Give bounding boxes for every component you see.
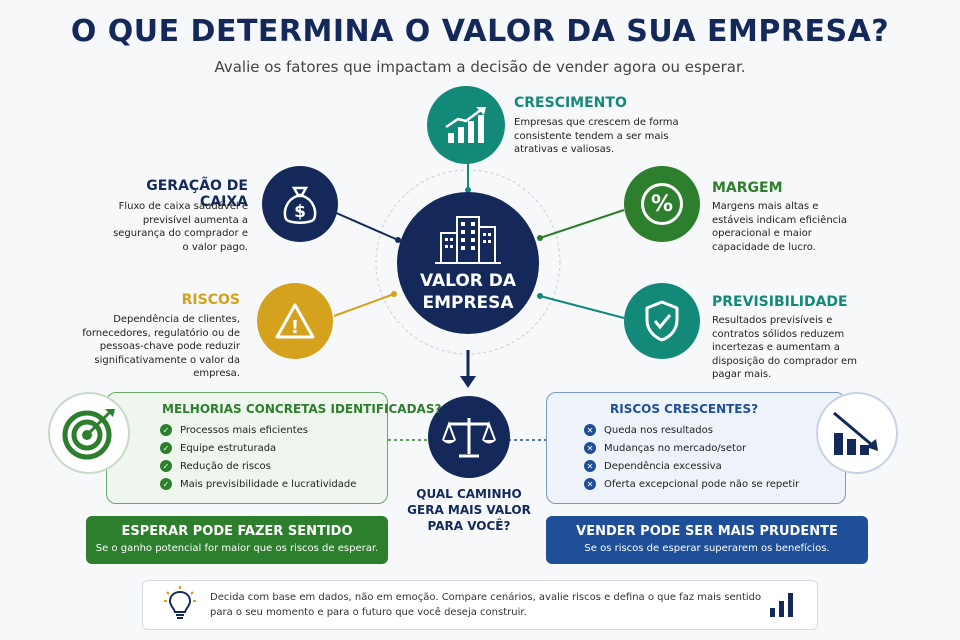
factor-margem-desc: Margens mais altas e estáveis indicam ef…	[712, 201, 848, 253]
check-icon: ✓	[160, 442, 172, 454]
declining-chart-icon	[816, 392, 898, 474]
check-icon: ✓	[160, 478, 172, 490]
building-icon	[435, 216, 501, 264]
x-icon: ✕	[584, 442, 596, 454]
center-label-line2: EMPRESA	[422, 293, 514, 313]
factor-riscos-title: RISCOS	[181, 292, 240, 308]
factor-caixa-title: GERAÇÃO DE CAIXA	[146, 178, 248, 210]
rising-risks-list: ✕Queda nos resultados ✕Mudanças no merca…	[584, 424, 799, 496]
sell-bar-subtitle: Se os riscos de esperar superarem os ben…	[584, 543, 830, 554]
list-item: ✕Oferta excepcional pode não se repetir	[584, 478, 799, 490]
sell-recommendation-bar: VENDER PODE SER MAIS PRUDENTE Se os risc…	[546, 516, 868, 564]
scale-icon	[428, 396, 510, 478]
check-icon: ✓	[160, 424, 172, 436]
wait-recommendation-bar: ESPERAR PODE FAZER SENTIDO Se o ganho po…	[86, 516, 388, 564]
center-value-circle: VALOR DA EMPRESA	[397, 192, 539, 334]
x-icon: ✕	[584, 460, 596, 472]
list-item: ✕Dependência excessiva	[584, 460, 799, 472]
shield-check-icon	[624, 283, 700, 359]
list-item: ✕Mudanças no mercado/setor	[584, 442, 799, 454]
list-item: ✕Queda nos resultados	[584, 424, 799, 436]
factor-crescimento-desc: Empresas que crescem de forma consistent…	[514, 117, 679, 155]
factor-crescimento-title: CRESCIMENTO	[514, 95, 627, 111]
bar-chart-icon	[768, 590, 796, 622]
factor-riscos-desc: Dependência de clientes, fornecedores, r…	[82, 314, 240, 379]
x-icon: ✕	[584, 478, 596, 490]
improvements-list: ✓Processos mais eficientes ✓Equipe estru…	[160, 424, 356, 496]
growth-chart-icon	[427, 86, 505, 164]
factor-previsibilidade-desc: Resultados previsíveis e contratos sólid…	[712, 315, 857, 380]
improvements-title: MELHORIAS CONCRETAS IDENTIFICADAS?	[162, 402, 442, 416]
percent-icon: %	[624, 166, 700, 242]
factor-caixa-desc: Fluxo de caixa saudável e previsível aum…	[113, 201, 248, 253]
list-item: ✓Mais previsibilidade e lucratividade	[160, 478, 356, 490]
rising-risks-panel	[546, 392, 846, 504]
factor-margem-title: MARGEM	[712, 180, 783, 196]
svg-text:$: $	[294, 202, 306, 222]
footer-tip-box	[142, 580, 818, 630]
rising-risks-title: RISCOS CRESCENTES?	[610, 402, 759, 416]
money-bag-icon: $	[262, 166, 338, 242]
decision-question: QUAL CAMINHO GERA MAIS VALOR PARA VOCÊ?	[407, 487, 531, 534]
sell-bar-title: VENDER PODE SER MAIS PRUDENTE	[576, 524, 838, 539]
svg-text:!: !	[291, 317, 299, 338]
list-item: ✓Processos mais eficientes	[160, 424, 356, 436]
lightbulb-icon	[164, 586, 196, 626]
target-icon	[48, 392, 130, 474]
factor-previsibilidade-title: PREVISIBILIDADE	[712, 294, 848, 310]
improvements-panel	[106, 392, 388, 504]
x-icon: ✕	[584, 424, 596, 436]
wait-bar-subtitle: Se o ganho potencial for maior que os ri…	[95, 543, 379, 554]
page-subtitle: Avalie os fatores que impactam a decisão…	[214, 58, 746, 76]
wait-bar-title: ESPERAR PODE FAZER SENTIDO	[121, 524, 353, 539]
center-label-line1: VALOR DA	[419, 271, 517, 291]
check-icon: ✓	[160, 460, 172, 472]
page-title: O QUE DETERMINA O VALOR DA SUA EMPRESA?	[70, 14, 890, 49]
list-item: ✓Equipe estruturada	[160, 442, 356, 454]
warning-icon: !	[257, 283, 333, 359]
list-item: ✓Redução de riscos	[160, 460, 356, 472]
footer-text: Decida com base em dados, não em emoção.…	[210, 592, 762, 618]
